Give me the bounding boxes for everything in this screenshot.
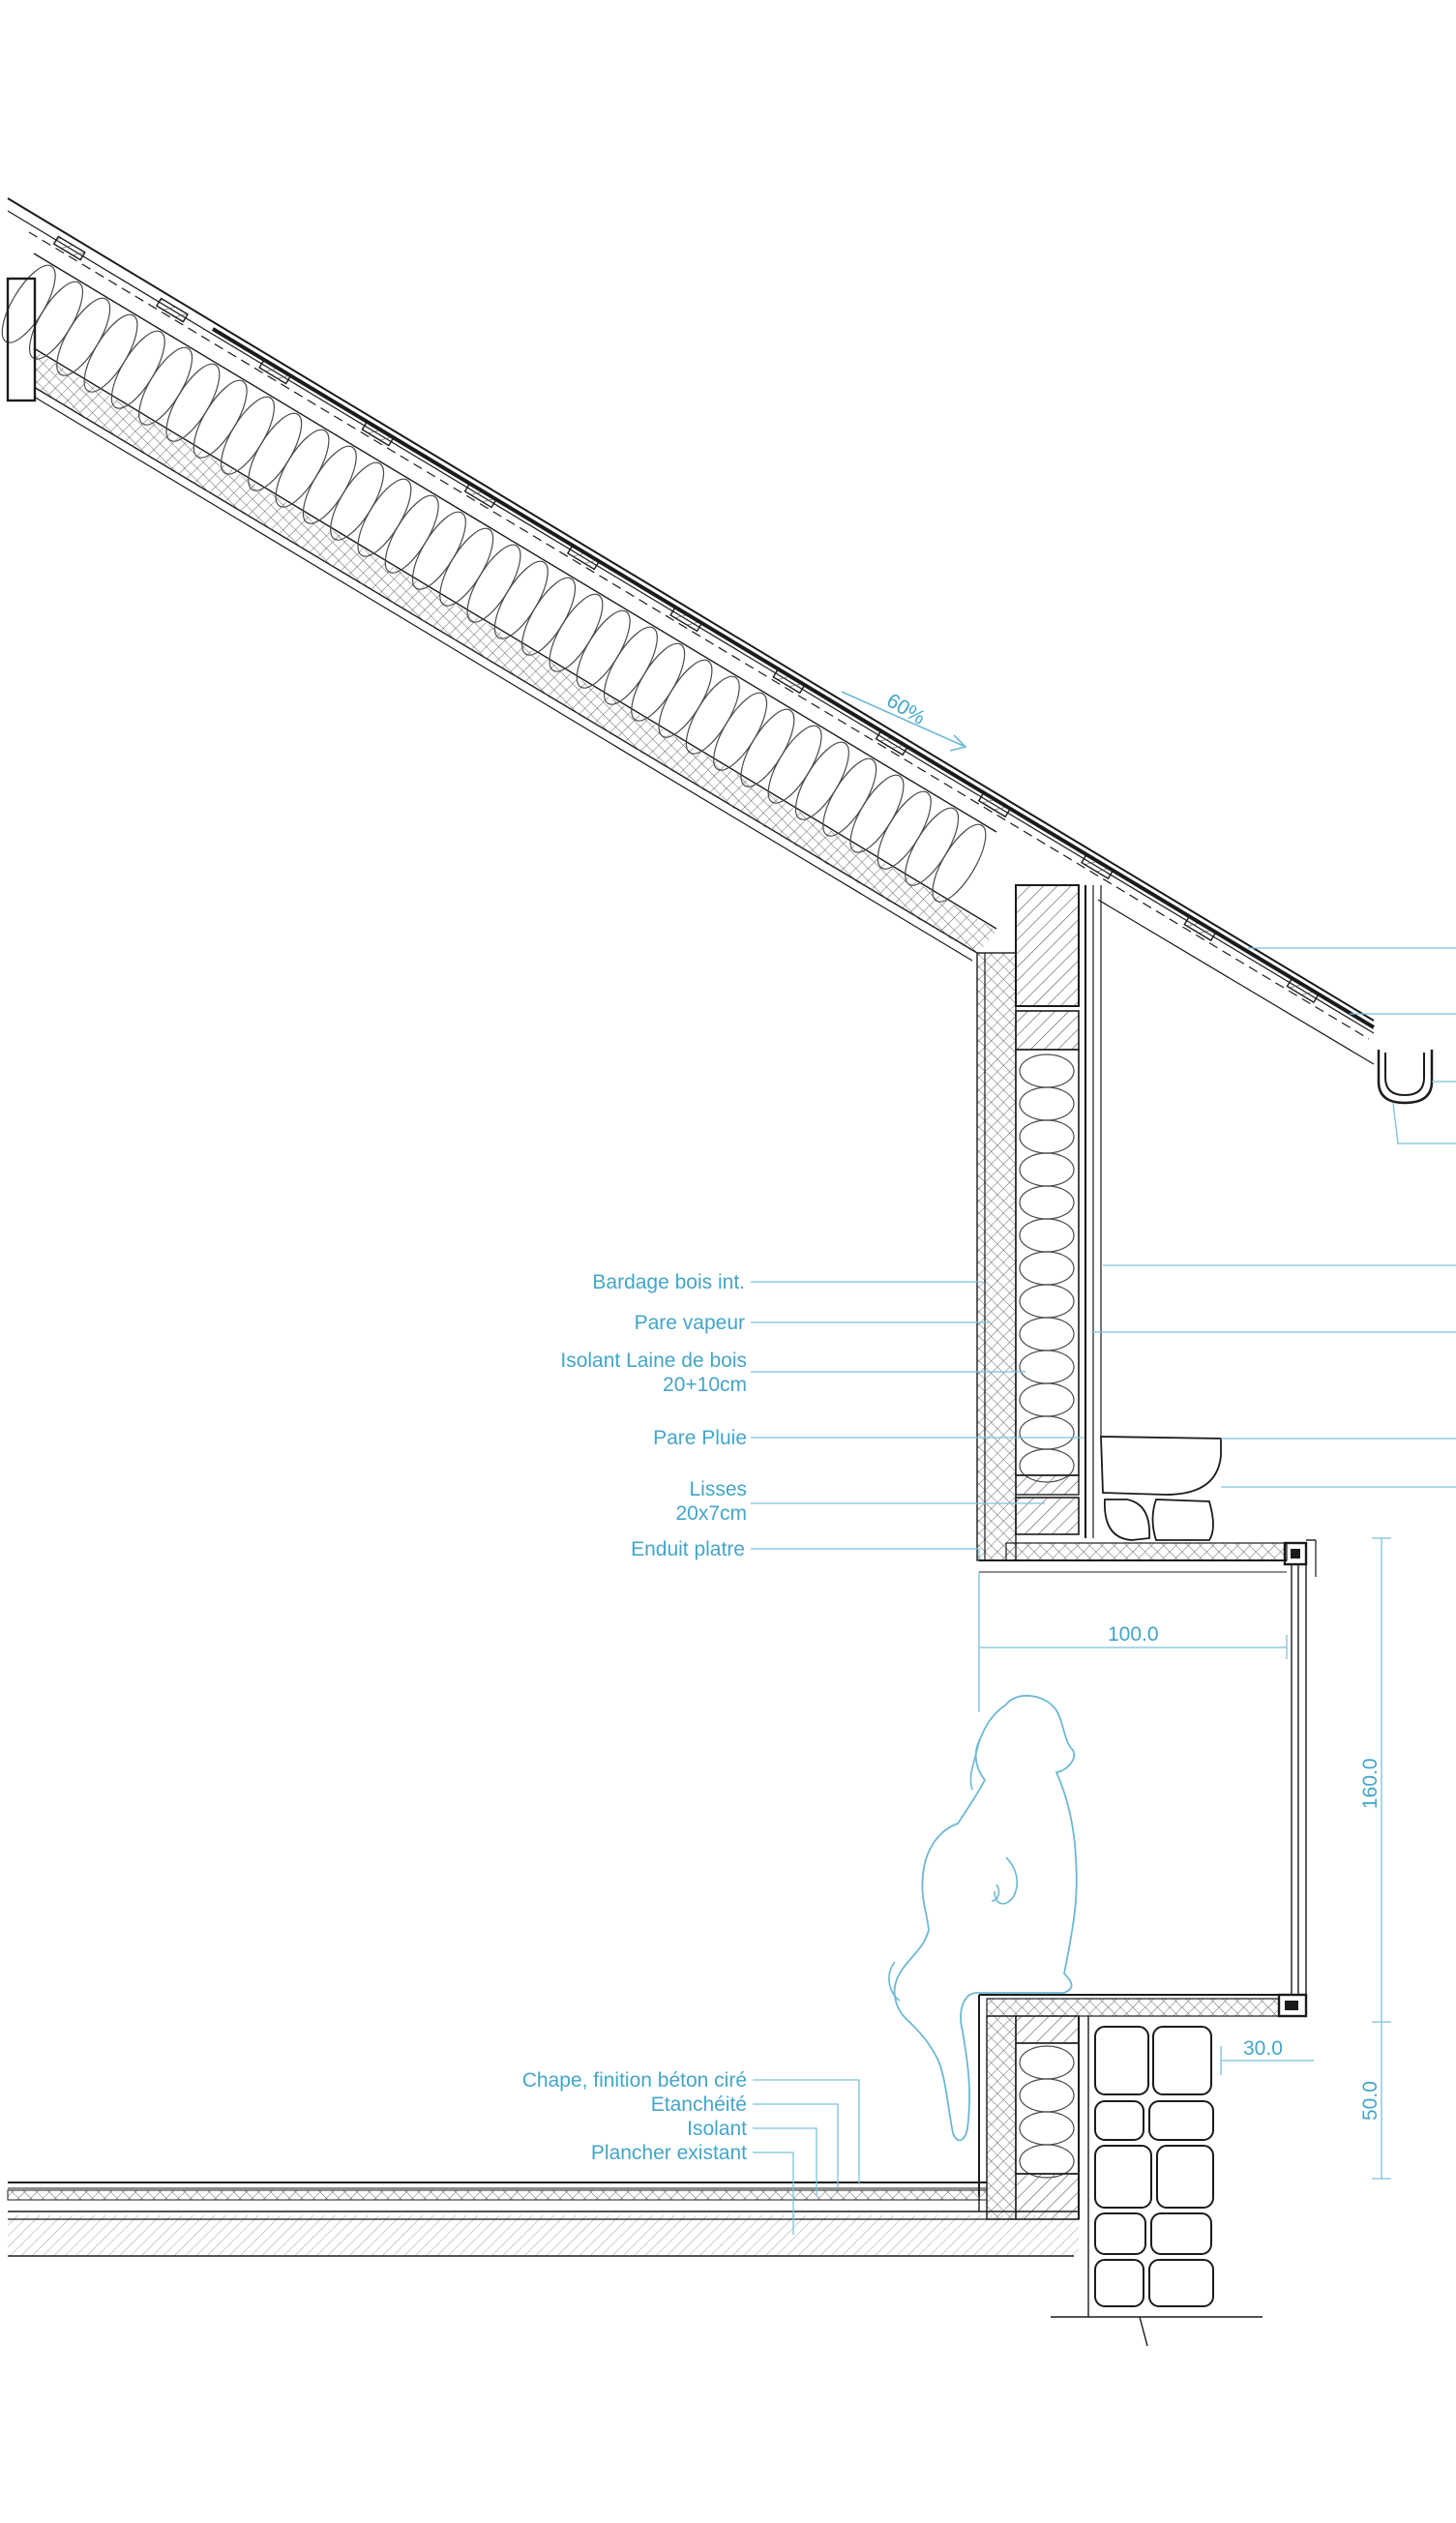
stone-block xyxy=(1094,2026,1149,2095)
label-bardage: Bardage bois int. xyxy=(592,1271,745,1293)
dimension-sill-height: 50.0 xyxy=(1359,2022,1391,2180)
roof-batten xyxy=(875,730,908,757)
label-etancheite: Etanchéité xyxy=(651,2093,747,2116)
floor-annotations: Chape, finition béton ciré Etanchéité Is… xyxy=(522,2069,860,2235)
seated-person-silhouette xyxy=(888,1694,1078,2142)
roof-insulation xyxy=(1,264,987,903)
lower-wall xyxy=(986,2015,1080,2220)
wall-insulation xyxy=(1019,1054,1075,1483)
insulation-loop xyxy=(1,264,56,343)
label-lisses-line1: Lisses xyxy=(689,1478,747,1500)
sill-height-label: 50.0 xyxy=(1359,2081,1382,2121)
slope-label: 60% xyxy=(882,690,929,729)
window-height-label: 160.0 xyxy=(1359,1758,1382,1809)
wall-assembly xyxy=(976,884,1222,1561)
roof-batten xyxy=(977,792,1011,818)
dimension-sill-depth: 30.0 xyxy=(1220,2037,1314,2075)
stone-block xyxy=(1094,2259,1144,2307)
label-plancher: Plancher existant xyxy=(591,2142,747,2164)
insulation-loop xyxy=(29,281,83,360)
wall-annotations: Bardage bois int. Pare vapeur Isolant La… xyxy=(560,1271,1084,1560)
roof-batten xyxy=(361,421,395,447)
lower-wall-insulation xyxy=(1019,2045,1075,2179)
stone-block xyxy=(1150,2212,1212,2255)
stone-block xyxy=(1152,2026,1212,2095)
stone-block xyxy=(1094,2145,1152,2209)
label-enduit: Enduit platre xyxy=(631,1538,745,1560)
label-pare-vapeur: Pare vapeur xyxy=(635,1312,745,1334)
stone-block xyxy=(1094,2100,1144,2141)
stone-block xyxy=(1094,2212,1146,2255)
roof-batten xyxy=(1183,915,1217,942)
dimension-window-height: 160.0 xyxy=(1359,1537,1391,2023)
label-isolant-line2: 20+10cm xyxy=(663,1374,747,1396)
stone-foundation xyxy=(1087,2016,1214,2317)
stone-block xyxy=(1148,2100,1214,2141)
label-isolant-line1: Isolant Laine de bois xyxy=(560,1350,747,1372)
roof-batten xyxy=(463,483,497,509)
stone-block xyxy=(1156,2145,1214,2209)
roof-batten xyxy=(772,668,806,695)
roof-batten xyxy=(52,235,86,261)
sill-depth-label: 30.0 xyxy=(1243,2037,1283,2060)
roof-batten xyxy=(258,359,292,385)
roof-battens xyxy=(52,235,1320,1003)
label-isolant-sol: Isolant xyxy=(687,2118,747,2140)
right-leaders xyxy=(1091,947,1456,1488)
label-lisses-line2: 20x7cm xyxy=(675,1502,747,1525)
roof-batten xyxy=(669,607,703,633)
roof-batten xyxy=(566,545,600,571)
stone-block xyxy=(1148,2259,1214,2307)
floor-assembly xyxy=(7,2182,1263,2347)
label-pare-pluie: Pare Pluie xyxy=(653,1427,747,1449)
roof-batten xyxy=(1286,977,1320,1003)
roof-batten xyxy=(155,297,189,323)
roof-batten xyxy=(1081,853,1114,880)
window-depth-label: 100.0 xyxy=(1108,1623,1159,1646)
roof-assembly xyxy=(1,197,1434,1105)
window-assembly xyxy=(978,1539,1317,2196)
dimension-window-depth: 100.0 xyxy=(978,1572,1288,1712)
insulation-loop xyxy=(932,823,987,903)
label-chape: Chape, finition béton ciré xyxy=(522,2069,747,2092)
